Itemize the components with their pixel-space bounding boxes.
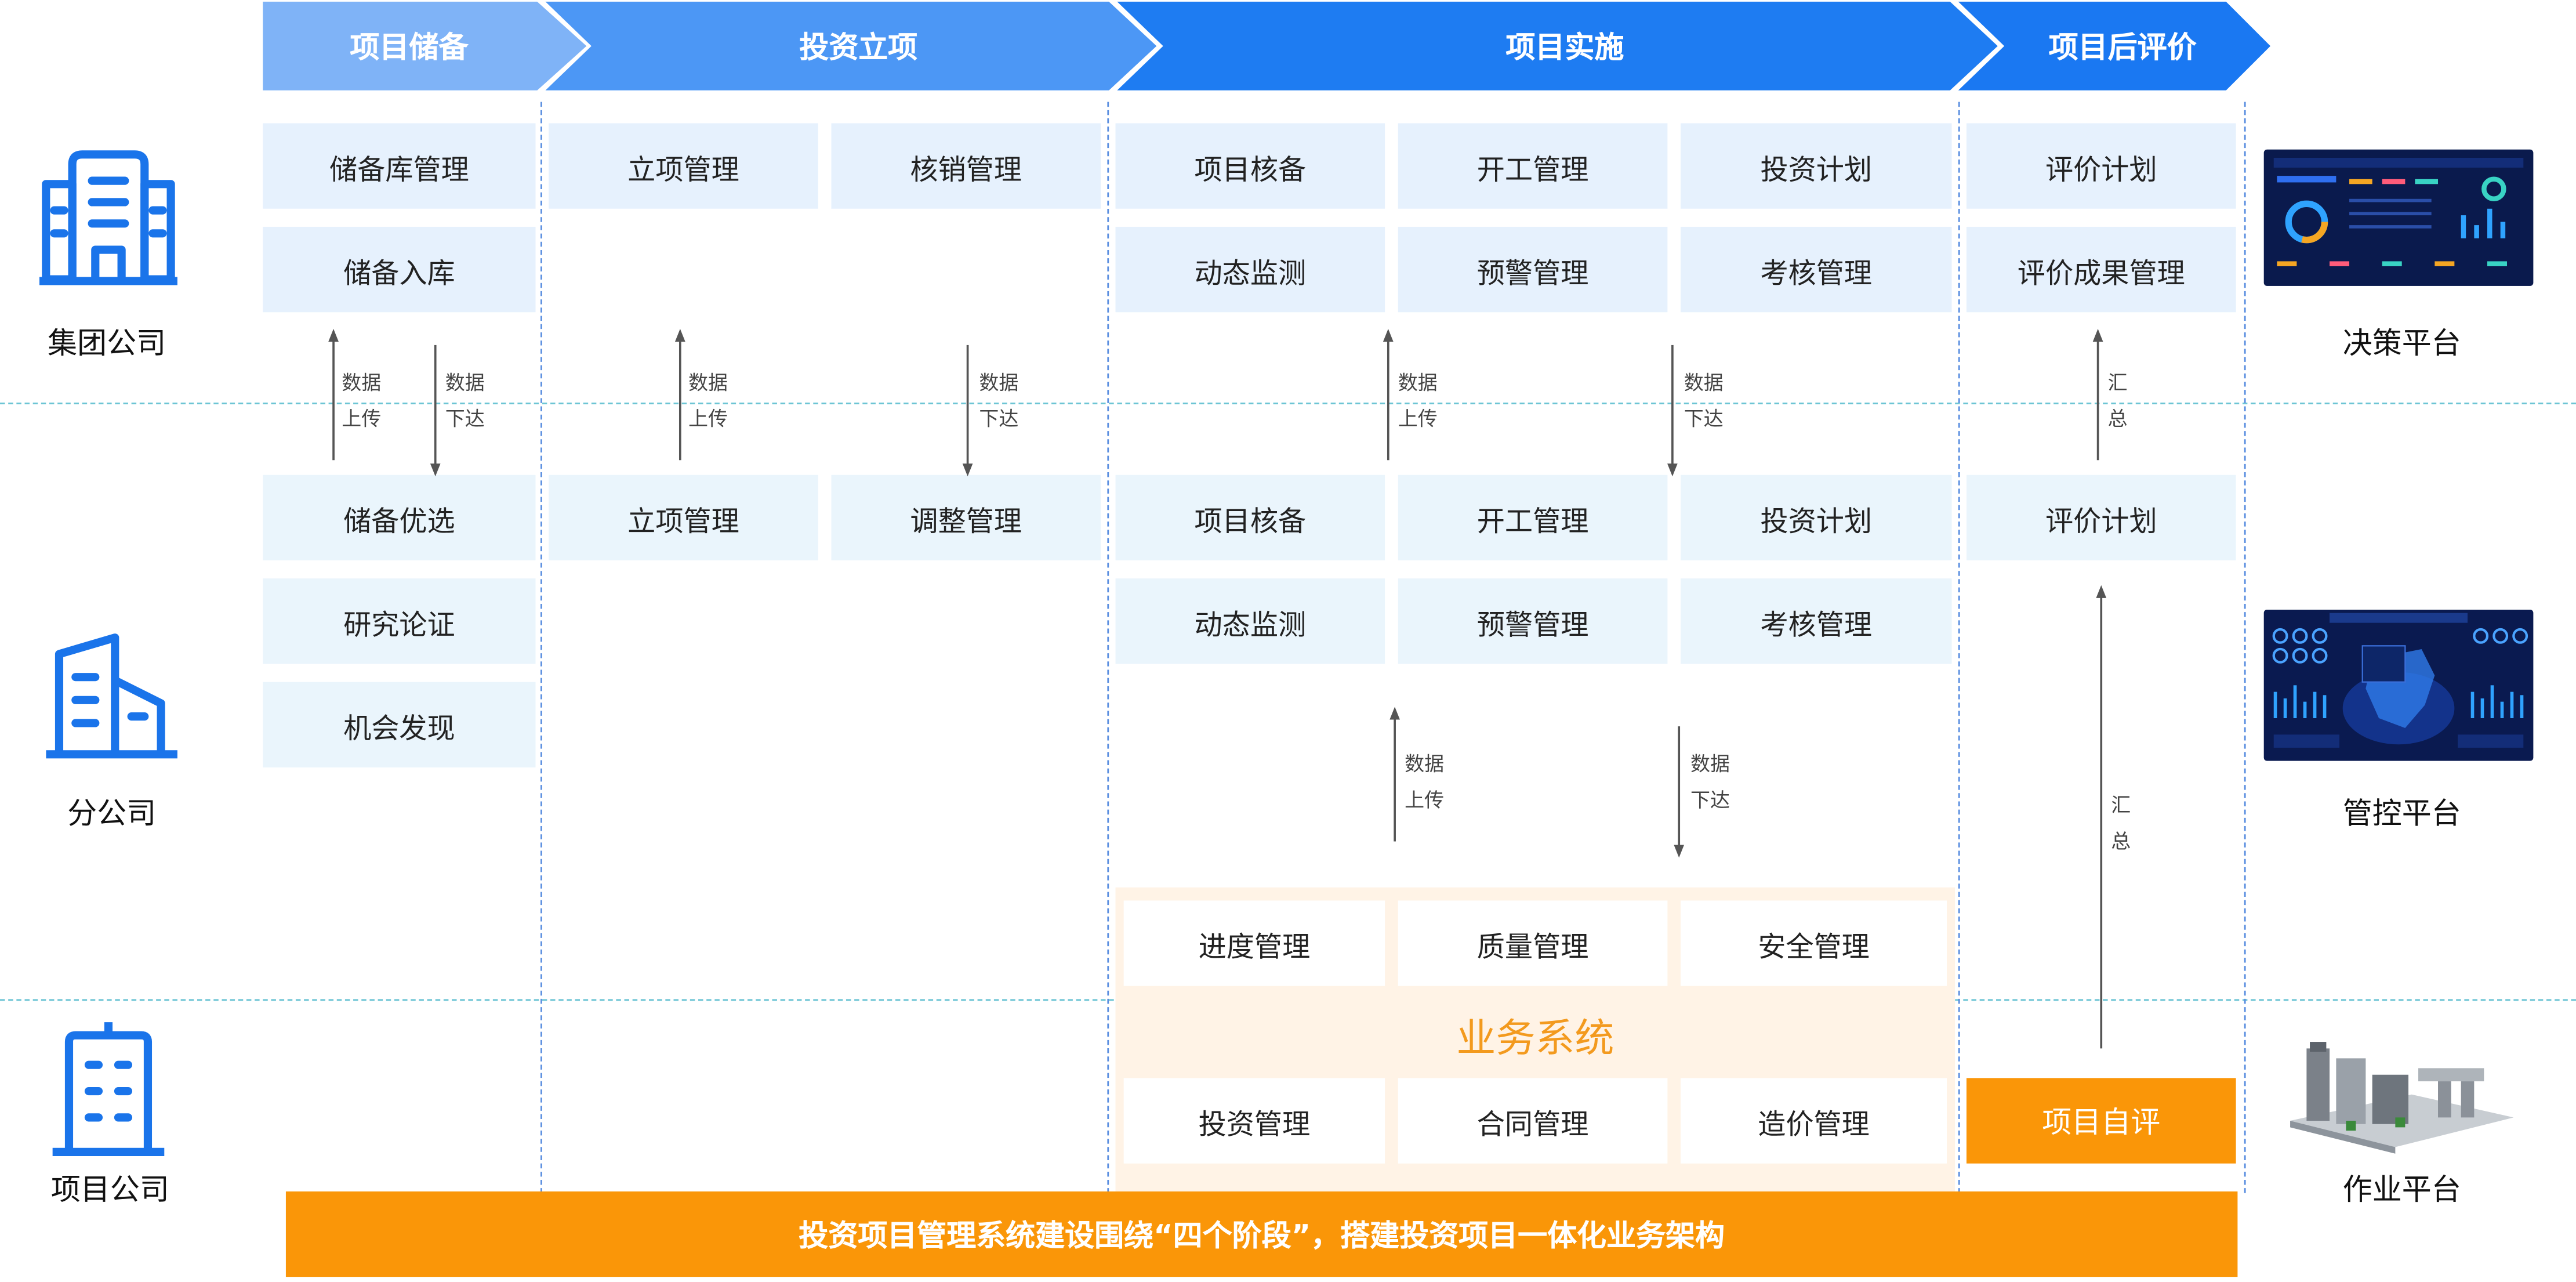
group-company-icon [39, 150, 177, 285]
cell-reserve-selection[interactable]: 储备优选 [263, 475, 536, 561]
cell-invest-plan-group[interactable]: 投资计划 [1681, 123, 1952, 209]
label-upload-impl-group: 数据上传 [1398, 371, 1438, 431]
stage-approval-label: 投资立项 [799, 31, 918, 66]
stage-4-shape [1958, 1, 2271, 90]
label-upload-reserve: 数据上传 [342, 371, 382, 431]
cell-start-mgmt-group[interactable]: 开工管理 [1398, 123, 1668, 209]
row-label-branch: 分公司 [67, 796, 157, 832]
cell-invest-plan-branch[interactable]: 投资计划 [1681, 475, 1952, 561]
cell-assessment-mgmt-branch[interactable]: 考核管理 [1681, 578, 1952, 664]
dashboard-thumbnail-2 [2263, 610, 2534, 761]
stage-implementation-label: 项目实施 [1505, 31, 1624, 66]
cell-eval-plan-group[interactable]: 评价计划 [1966, 123, 2236, 209]
plant-3d-illustration [2280, 1025, 2524, 1157]
cell-project-filing-branch[interactable]: 项目核备 [1115, 475, 1385, 561]
decision-platform-screenshot [2263, 149, 2534, 286]
label-download-approval: 数据下达 [979, 371, 1019, 431]
cell-adjustment-mgmt[interactable]: 调整管理 [831, 475, 1101, 561]
label-download-impl-group: 数据下达 [1684, 371, 1724, 431]
column-divider-4 [2244, 102, 2246, 1193]
cell-safety-mgmt[interactable]: 安全管理 [1681, 900, 1947, 986]
cell-approval-mgmt-branch[interactable]: 立项管理 [549, 475, 818, 561]
cell-warning-mgmt-group[interactable]: 预警管理 [1398, 226, 1668, 313]
cell-contract-mgmt[interactable]: 合同管理 [1398, 1078, 1668, 1164]
cell-quality-mgmt[interactable]: 质量管理 [1398, 900, 1668, 986]
row-label-project: 项目公司 [50, 1173, 169, 1208]
label-summary-eval-group: 汇总 [2107, 371, 2128, 431]
cell-project-self-eval[interactable]: 项目自评 [1966, 1078, 2236, 1164]
cell-progress-mgmt[interactable]: 进度管理 [1123, 900, 1385, 986]
stage-reserve-label: 项目储备 [350, 31, 469, 66]
stage-header-shapes [263, 1, 2271, 90]
label-download-impl-branch: 数据下达 [1690, 752, 1730, 812]
platform-label-decision: 决策平台 [2342, 327, 2461, 362]
dashboard-thumbnail-1 [2263, 149, 2534, 286]
stage-3-shape [1117, 1, 1998, 90]
cell-research-argument[interactable]: 研究论证 [263, 578, 536, 664]
cell-reserve-library-mgmt[interactable]: 储备库管理 [263, 123, 536, 209]
cell-dynamic-monitor-branch[interactable]: 动态监测 [1115, 578, 1385, 664]
divider-group-branch [0, 403, 2576, 404]
cell-dynamic-monitor-group[interactable]: 动态监测 [1115, 226, 1385, 313]
column-divider-3 [1958, 102, 1960, 1193]
footer-banner: 投资项目管理系统建设围绕“四个阶段”，搭建投资项目一体化业务架构 [285, 1191, 2238, 1277]
project-company-icon [52, 1022, 165, 1156]
cell-cost-mgmt[interactable]: 造价管理 [1681, 1078, 1947, 1164]
cell-reserve-entry[interactable]: 储备入库 [263, 226, 536, 313]
label-upload-impl-branch: 数据上传 [1405, 752, 1445, 812]
cell-investment-mgmt[interactable]: 投资管理 [1123, 1078, 1385, 1164]
cell-project-filing-group[interactable]: 项目核备 [1115, 123, 1385, 209]
cell-eval-result-mgmt[interactable]: 评价成果管理 [1966, 226, 2236, 313]
column-divider-2 [1107, 102, 1109, 1193]
label-upload-approval: 数据上传 [688, 371, 728, 431]
stage-evaluation-label: 项目后评价 [2048, 31, 2197, 66]
cell-approval-mgmt-group[interactable]: 立项管理 [549, 123, 818, 209]
stage-2-shape [545, 1, 1157, 90]
business-system-title: 业务系统 [1456, 1015, 1614, 1061]
platform-label-operation: 作业平台 [2342, 1173, 2461, 1208]
row-label-group: 集团公司 [48, 327, 166, 362]
cell-assessment-mgmt-group[interactable]: 考核管理 [1681, 226, 1952, 313]
cell-warning-mgmt-branch[interactable]: 预警管理 [1398, 578, 1668, 664]
cell-start-mgmt-branch[interactable]: 开工管理 [1398, 475, 1668, 561]
label-summary-eval-branch: 汇总 [2111, 794, 2131, 853]
cell-opportunity-discovery[interactable]: 机会发现 [263, 682, 536, 767]
control-platform-screenshot [2263, 610, 2534, 761]
branch-company-icon [46, 633, 177, 759]
label-download-reserve: 数据下达 [445, 371, 485, 431]
column-divider-1 [540, 102, 542, 1193]
platform-label-control: 管控平台 [2342, 796, 2461, 832]
cell-eval-plan-branch[interactable]: 评价计划 [1966, 475, 2236, 561]
stage-1-shape [263, 1, 587, 90]
operation-platform-screenshot [2280, 1025, 2524, 1157]
cell-writeoff-mgmt[interactable]: 核销管理 [831, 123, 1101, 209]
